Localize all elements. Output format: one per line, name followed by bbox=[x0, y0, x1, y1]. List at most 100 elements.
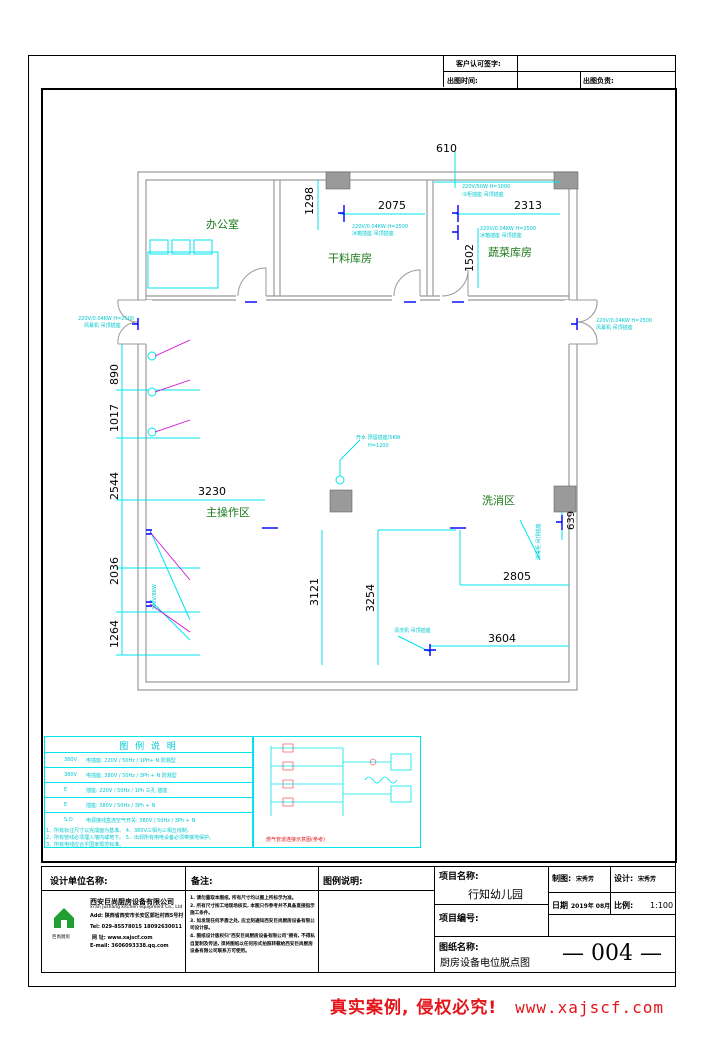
dim-1298: 1298 bbox=[303, 187, 316, 215]
titleblock-note: 4. 图纸设计版权归"西安巨尚厨房设备有限公司"拥有, 不得私自复制及传送, 须… bbox=[190, 933, 315, 955]
room-wash-area: 洗消区 bbox=[482, 493, 515, 507]
header-divider-h bbox=[443, 71, 676, 72]
note-a1b: 风幕机 吊顶插座 bbox=[84, 322, 121, 329]
issue-date-label: 出图时间: bbox=[447, 77, 478, 85]
project-no-label: 项目编号: bbox=[439, 914, 479, 924]
dim-3604: 3604 bbox=[488, 632, 516, 645]
column-4 bbox=[553, 485, 577, 513]
legend-code: 380V bbox=[64, 772, 77, 778]
drafter: 宋秀芳 bbox=[576, 876, 595, 883]
legend-row: 380V 电插座: 220V / 50Hz / 1PH+ N 防溅型 bbox=[44, 752, 253, 767]
note-a3: 220V/0.04KW H=2500 bbox=[352, 224, 408, 230]
legend-notes: 1、所有标注尺寸以完成面为基准。 4、380V三相为三相五线制。2、所有管线必须… bbox=[46, 828, 251, 849]
project-name-label: 项目名称: bbox=[439, 872, 479, 882]
tb-h4 bbox=[548, 914, 676, 915]
legend-note: 1、所有标注尺寸以完成面为基准。 4、380V三相为三相五线制。 bbox=[46, 828, 192, 834]
outer-wall-inner bbox=[145, 179, 570, 683]
company-cn: 西安巨尚厨房设备有限公司 bbox=[90, 898, 174, 906]
date-label: 日期 bbox=[552, 901, 568, 910]
dim-3254: 3254 bbox=[364, 584, 377, 612]
outlet-12 bbox=[146, 601, 152, 607]
legend-text: 电插座: 220V / 50Hz / 1PH+ N 防溅型 bbox=[86, 758, 176, 764]
outlets bbox=[132, 205, 578, 656]
sheet-number: — 004 — bbox=[562, 941, 662, 966]
legend-text: 插座: 380V / 50Hz / 3Ph + N bbox=[86, 803, 156, 809]
schematic-box bbox=[253, 736, 421, 848]
note-a6b: H=1200 bbox=[368, 443, 389, 449]
header-divider-v1 bbox=[517, 55, 518, 71]
tb-h3 bbox=[434, 936, 676, 937]
titleblock-note: 2. 所有尺寸按工地现场核实, 本图只作参考并不具备直接指示施工条件。 bbox=[190, 903, 315, 917]
legend-code: 380V bbox=[64, 757, 77, 763]
header-divider-v3 bbox=[580, 71, 581, 88]
designer: 宋秀芳 bbox=[638, 876, 657, 883]
legend-note: 3、所有电线应合乎国家规范标准。 bbox=[46, 842, 125, 848]
columns bbox=[325, 171, 579, 513]
note-a7: 清洗机 吊顶插座 bbox=[394, 627, 431, 634]
doors bbox=[117, 267, 598, 345]
designer-label: 设计: bbox=[614, 874, 634, 883]
note-a4: 220V/0.04KW H=2500 bbox=[480, 226, 536, 232]
legend-row: S.O.电源接线盒连空气开关: 380V / 50Hz / 3Ph + N bbox=[44, 812, 253, 827]
schematic-note: 燃气管道连接示意图(参考) bbox=[266, 837, 325, 843]
door-left bbox=[117, 299, 146, 345]
company-en: xi'an jushang kitchen equipment Co., Ltd bbox=[90, 905, 183, 910]
dim-1502: 1502 bbox=[463, 244, 476, 272]
door-right bbox=[569, 299, 598, 345]
legend-note: 2、所有管线必须埋入墙内或地下。 5、出现所有用电设备必须带接地保护。 bbox=[46, 835, 214, 841]
note-a3b: 冰箱插座 吊顶插座 bbox=[352, 230, 394, 237]
room-dry-store: 干料库房 bbox=[328, 251, 372, 265]
door-office bbox=[237, 267, 267, 297]
wiring bbox=[116, 150, 569, 665]
schematic-diagram bbox=[270, 743, 412, 816]
dim-610: 610 bbox=[436, 142, 457, 155]
scale-label: 比例: bbox=[614, 901, 634, 910]
outlet-11 bbox=[146, 529, 152, 535]
dim-2805: 2805 bbox=[503, 570, 531, 583]
walls bbox=[137, 171, 578, 691]
notes-label: 备注: bbox=[191, 877, 213, 887]
dim-890: 890 bbox=[108, 364, 121, 385]
outer-wall bbox=[137, 171, 578, 691]
issue-person-label: 出图负责: bbox=[583, 77, 614, 85]
watermark: 真实案例, 侵权必究! www.xajscf.com bbox=[330, 993, 664, 1018]
outlet-3 bbox=[452, 225, 459, 240]
drafter-label: 制图: bbox=[552, 874, 572, 883]
note-a1: 220V/0.04KW H=2500 bbox=[78, 316, 134, 322]
titleblock-note: 1. 请勿量取本图纸, 所有尺寸均以图上所标示为准。 bbox=[190, 896, 297, 901]
legend-text: 电源接线盒连空气开关: 380V / 50Hz / 3Ph + N bbox=[86, 818, 196, 824]
client-sign-label: 客户认可签字: bbox=[456, 60, 501, 68]
legend-title: 图 例 说 明 bbox=[119, 742, 178, 752]
column-1 bbox=[325, 171, 351, 190]
legend-box bbox=[44, 736, 253, 848]
drawing-name-label: 图纸名称: bbox=[439, 943, 479, 953]
company-web: 网 址: www.xajscf.com bbox=[92, 935, 153, 941]
dim-2313: 2313 bbox=[514, 199, 542, 212]
note-a8: 380V/8KW bbox=[152, 584, 158, 610]
company-logo-icon bbox=[52, 906, 76, 928]
company-email: E-mail: 3606093338.qq.com bbox=[90, 943, 169, 949]
tb-line-top bbox=[41, 890, 434, 891]
project-name: 行知幼儿园 bbox=[468, 888, 523, 901]
dim-2036: 2036 bbox=[108, 557, 121, 585]
tb-h1 bbox=[434, 904, 548, 905]
column-2 bbox=[553, 171, 579, 190]
outlet-5 bbox=[571, 318, 578, 330]
tb-h2 bbox=[548, 892, 676, 893]
scale: 1:100 bbox=[650, 901, 674, 910]
magenta-leaders bbox=[149, 339, 191, 633]
door-dry bbox=[393, 269, 421, 297]
tb-notes: 1. 请勿量取本图纸, 所有尺寸均以图上所标示为准。 2. 所有尺寸按工地现场核实… bbox=[190, 895, 316, 956]
room-veg-store: 蔬菜库房 bbox=[488, 246, 532, 259]
dim-1264: 1264 bbox=[108, 620, 121, 648]
tb-v5 bbox=[610, 866, 611, 914]
dim-2544: 2544 bbox=[108, 472, 121, 500]
watermark-url: www.xajscf.com bbox=[515, 998, 664, 1017]
outlet-1 bbox=[338, 205, 345, 222]
header-divider-v2 bbox=[517, 71, 518, 88]
watermark-text: 真实案例, 侵权必究! bbox=[330, 998, 498, 1018]
note-a9: 消毒柜 吊顶插座 bbox=[535, 523, 542, 560]
